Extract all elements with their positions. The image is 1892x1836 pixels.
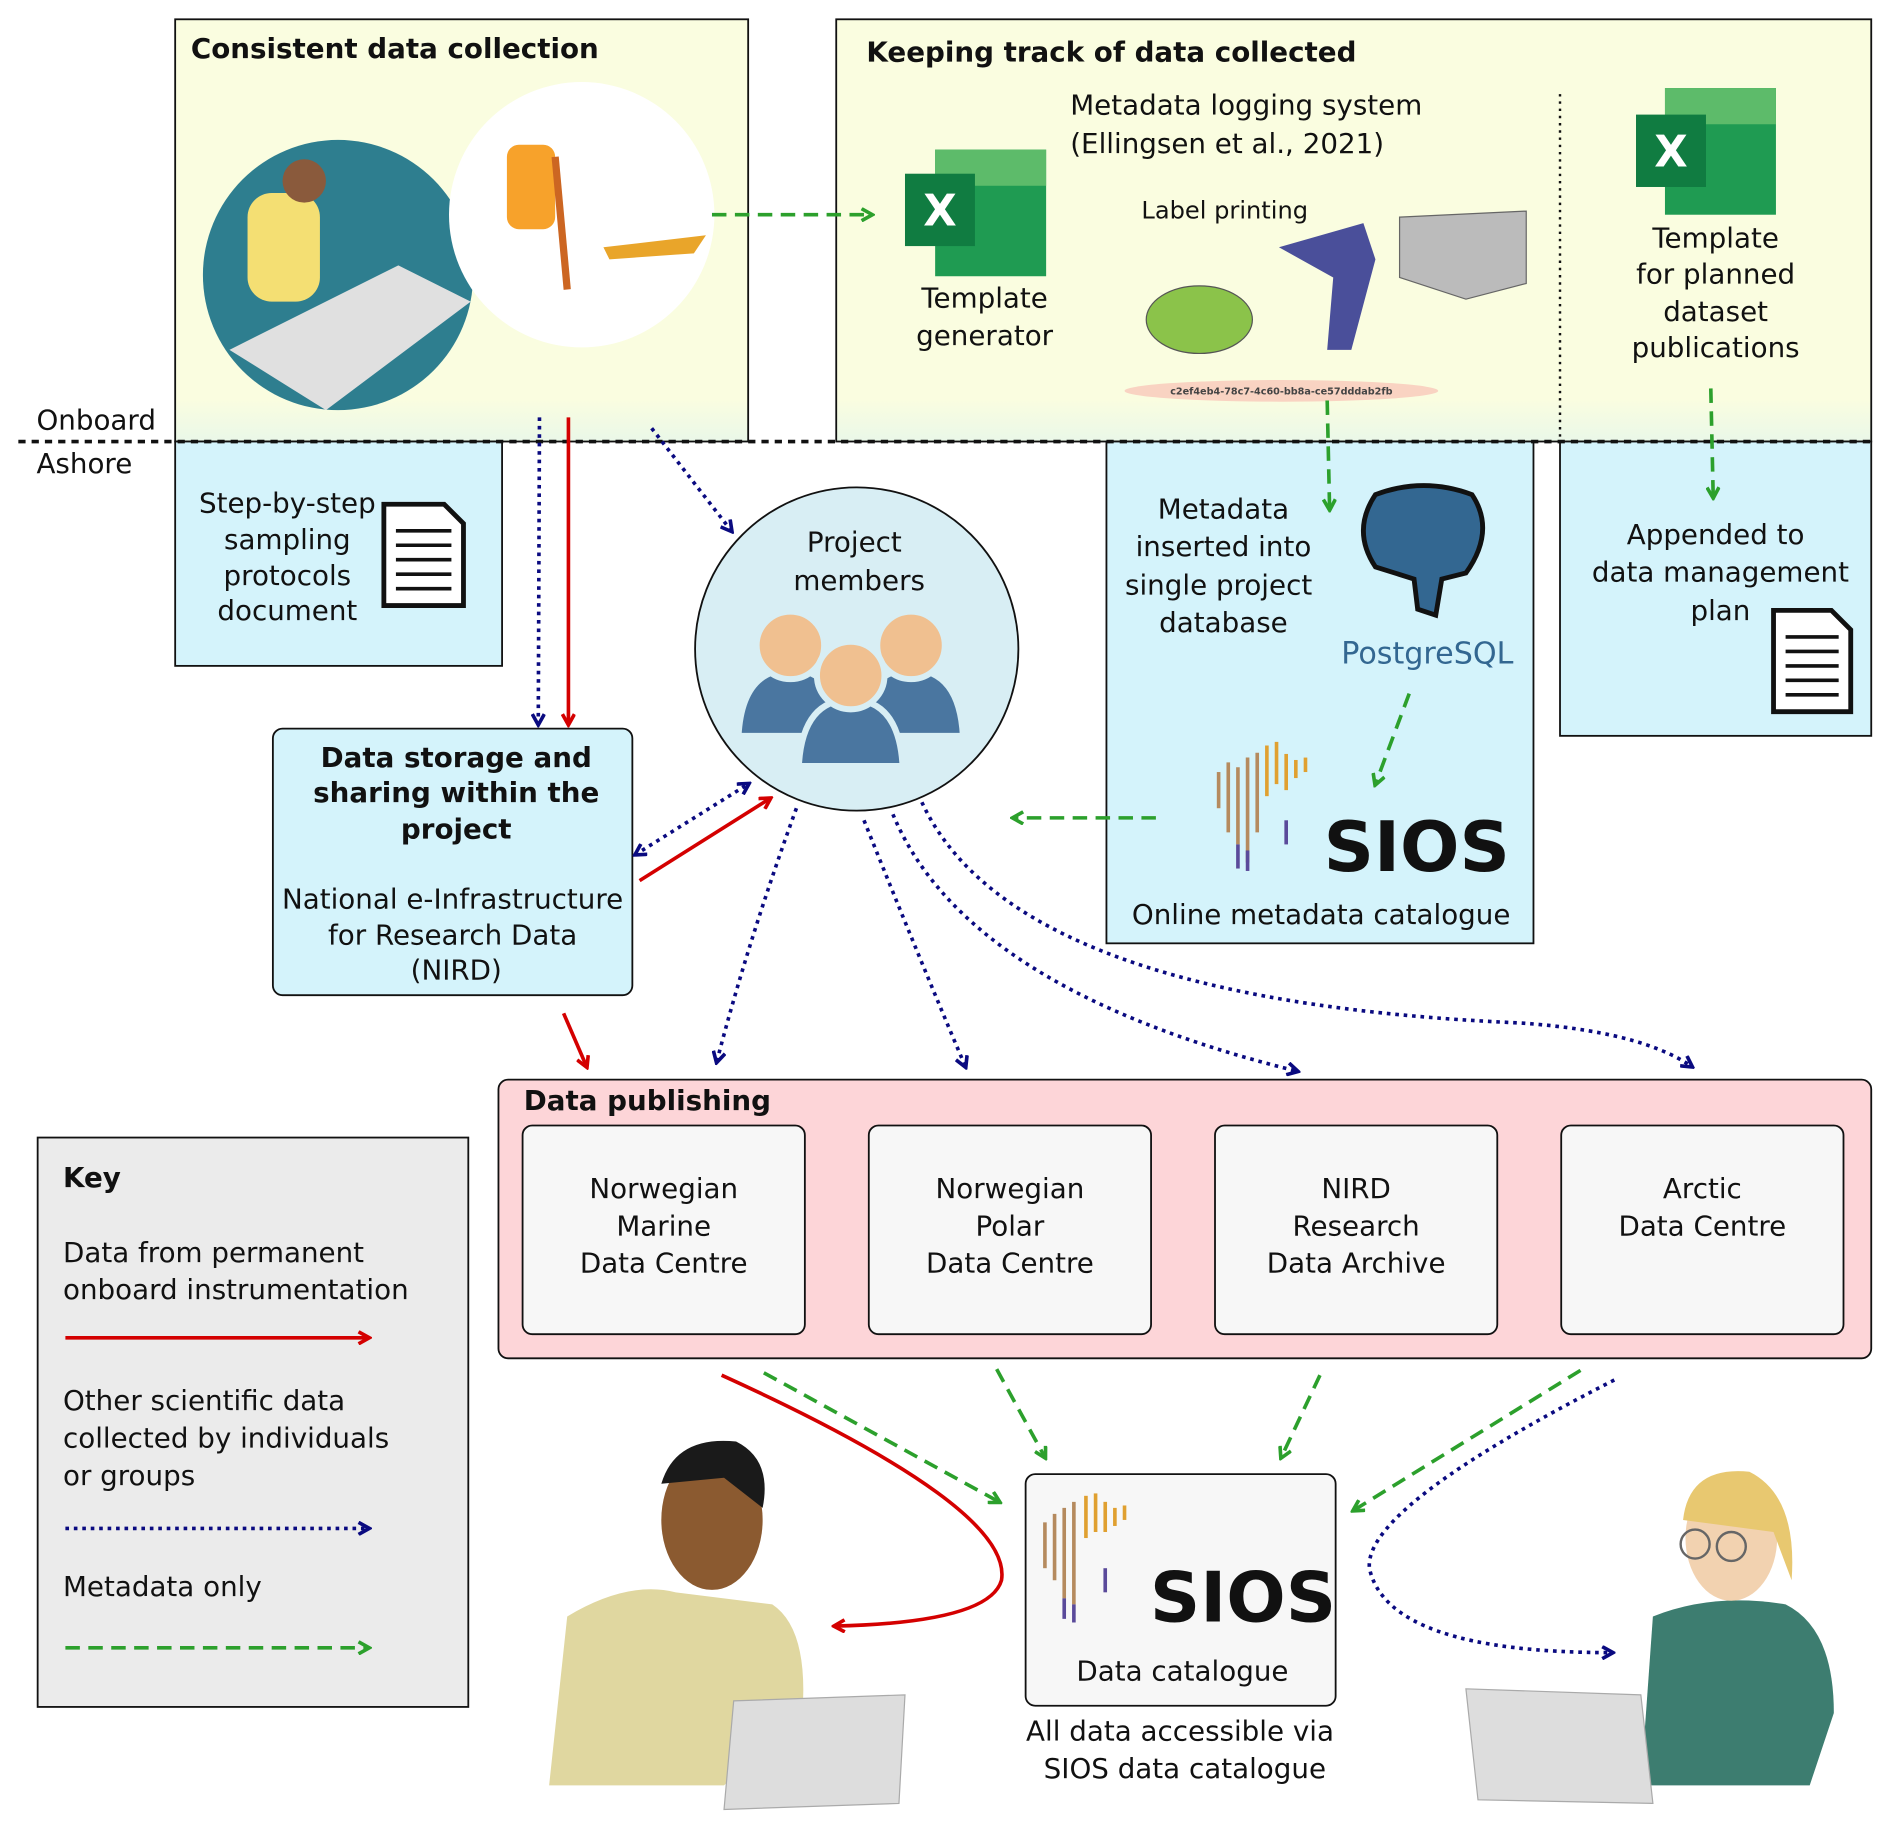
data-centre-label: Data Centre (580, 1247, 748, 1280)
svg-text:X: X (923, 187, 956, 237)
key-box (36, 1136, 470, 1708)
svg-text:protocols: protocols (224, 559, 352, 592)
appended-text: Appended to data management plan (1592, 518, 1849, 627)
svg-text:sampling: sampling (224, 523, 351, 556)
svg-text:single project: single project (1125, 569, 1312, 602)
male-user-illustration (549, 1440, 906, 1811)
svg-text:document: document (217, 594, 357, 627)
members-line-1: Project (807, 525, 902, 558)
data-centre-frame (521, 1124, 806, 1336)
sios-online-caption: Online metadata catalogue (1132, 898, 1511, 931)
label-printing-caption: Label printing (1141, 196, 1308, 224)
protocols-text: Step-by-step sampling protocols document (199, 487, 376, 627)
svg-text:Template: Template (1651, 221, 1779, 254)
excel-icon: X (904, 149, 1047, 277)
svg-text:Other scientific data: Other scientific data (63, 1384, 345, 1417)
svg-text:data management: data management (1592, 555, 1849, 588)
field-sampling-illustration (449, 82, 715, 348)
svg-text:Data from permanent: Data from permanent (63, 1236, 364, 1269)
data-centre-label: Research (1293, 1209, 1420, 1242)
catalogue-box (1024, 1473, 1337, 1707)
svg-text:X: X (1654, 127, 1687, 177)
template-generator-line-1: Template (920, 282, 1048, 315)
svg-text:Data storage and: Data storage and (321, 741, 592, 774)
publishing-box (497, 1078, 1873, 1360)
svg-text:dataset: dataset (1663, 295, 1768, 328)
catalogue-note-1: All data accessible via (1026, 1715, 1334, 1748)
data-centre-label: Norwegian (936, 1172, 1085, 1205)
svg-text:collected by individuals: collected by individuals (63, 1422, 389, 1455)
data-centre-label: Marine (616, 1209, 711, 1242)
logging-line-1: Metadata logging system (1070, 89, 1422, 122)
ashore-label: Ashore (36, 447, 132, 480)
sios-catalogue-logo: SIOS (1150, 1557, 1336, 1638)
document-icon (1771, 607, 1854, 715)
flow-arrows (538, 215, 1713, 1653)
sios-online-logo: SIOS (1324, 807, 1510, 888)
key-item-green: Metadata only (63, 1570, 368, 1648)
postgresql-elephant-icon (1360, 483, 1485, 619)
data-centre-frame (867, 1124, 1152, 1336)
collection-title: Consistent data collection (191, 32, 599, 65)
data-centre-label: Data Centre (1618, 1209, 1786, 1242)
storage-box (271, 727, 634, 997)
svg-text:database: database (1159, 606, 1288, 639)
svg-text:for Research Data: for Research Data (328, 919, 577, 952)
data-centre-label: Norwegian (589, 1172, 738, 1205)
key-item-blue: Other scientific data collected by indivi… (63, 1384, 389, 1528)
svg-text:Appended to: Appended to (1627, 518, 1805, 551)
template-generator-line-2: generator (916, 319, 1054, 352)
people-icon (735, 608, 967, 770)
catalogue-note-2: SIOS data catalogue (1044, 1752, 1326, 1785)
svg-text:publications: publications (1632, 331, 1800, 364)
svg-text:onboard instrumentation: onboard instrumentation (63, 1273, 409, 1306)
postgresql-logo: PostgreSQL (1341, 636, 1513, 671)
data-centre-frame (1214, 1124, 1499, 1336)
sios-map-icon (1216, 741, 1308, 871)
logging-line-2: (Ellingsen et al., 2021) (1070, 127, 1384, 160)
label-printing-illustration (1124, 210, 1527, 402)
metadata-db-text: Metadata inserted into single project da… (1125, 493, 1312, 639)
key-title: Key (63, 1161, 121, 1194)
svg-text:Step-by-step: Step-by-step (199, 487, 376, 520)
svg-text:plan: plan (1691, 594, 1751, 627)
label-id: c2ef4eb4-78c7-4c60-bb8a-ce57dddab2fb (1170, 386, 1392, 397)
female-user-illustration (1465, 1471, 1834, 1805)
svg-text:inserted into: inserted into (1136, 530, 1312, 563)
svg-text:(NIRD): (NIRD) (411, 954, 502, 987)
publishing-title: Data publishing (524, 1084, 771, 1117)
planned-template-text: Template for planned dataset publication… (1632, 221, 1800, 364)
data-centre-label: Data Archive (1267, 1247, 1446, 1280)
data-centre-label: Data Centre (926, 1247, 1094, 1280)
storage-title: Data storage and sharing within the proj… (313, 741, 599, 845)
sios-map-icon (1043, 1493, 1127, 1623)
data-centre-label: NIRD (1321, 1172, 1391, 1205)
catalogue-caption: Data catalogue (1076, 1654, 1288, 1687)
svg-text:sharing within the: sharing within the (313, 776, 599, 809)
svg-text:National e-Infrastructure: National e-Infrastructure (282, 882, 623, 915)
svg-text:for planned: for planned (1636, 257, 1795, 290)
svg-text:or groups: or groups (63, 1459, 195, 1492)
data-centre-label: Arctic (1663, 1172, 1742, 1205)
data-centre-label: Polar (976, 1209, 1045, 1242)
svg-text:Metadata: Metadata (1158, 493, 1289, 526)
members-line-2: members (793, 564, 925, 597)
document-icon (381, 501, 466, 608)
svg-text:Metadata only: Metadata only (63, 1570, 262, 1603)
svg-text:project: project (401, 812, 512, 845)
key-item-red: Data from permanent onboard instrumentati… (63, 1236, 409, 1338)
onboard-label: Onboard (36, 403, 156, 436)
onboard-lab-illustration (202, 139, 474, 411)
data-centre-frame (1560, 1124, 1845, 1336)
tracking-title: Keeping track of data collected (866, 36, 1356, 69)
storage-subtitle: National e-Infrastructure for Research D… (282, 882, 623, 986)
excel-icon: X (1636, 88, 1776, 215)
